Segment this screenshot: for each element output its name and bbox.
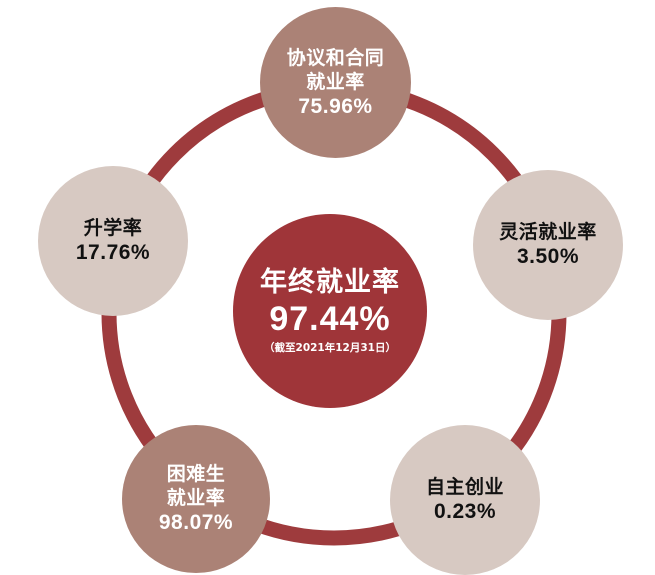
center-date-note: （截至2021年12月31日）: [264, 342, 396, 354]
node-value: 98.07%: [158, 511, 234, 534]
node-label: 灵活就业率: [499, 221, 597, 243]
center-value: 97.44%: [269, 300, 391, 338]
node-hardship-student-employment-rate: 困难生 就业率 98.07%: [122, 425, 270, 573]
node-self-employment: 自主创业 0.23%: [390, 425, 540, 575]
node-value: 3.50%: [516, 245, 580, 268]
node-value: 75.96%: [298, 94, 373, 118]
node-agreement-employment-rate: 协议和合同 就业率 75.96%: [260, 7, 411, 158]
node-label: 升学率: [83, 217, 143, 239]
node-label: 协议和合同: [286, 46, 385, 69]
node-label: 自主创业: [425, 476, 504, 498]
center-annual-employment-rate: 年终就业率 97.44% （截至2021年12月31日）: [233, 214, 427, 408]
node-flexible-employment-rate: 灵活就业率 3.50%: [473, 170, 623, 320]
node-label: 困难生: [166, 463, 226, 485]
center-title: 年终就业率: [260, 267, 400, 298]
node-label-line2: 就业率: [166, 487, 226, 509]
node-value: 17.76%: [75, 241, 151, 264]
node-further-study-rate: 升学率 17.76%: [38, 166, 188, 316]
node-value: 0.23%: [433, 500, 497, 523]
node-label-line2: 就业率: [306, 70, 365, 93]
